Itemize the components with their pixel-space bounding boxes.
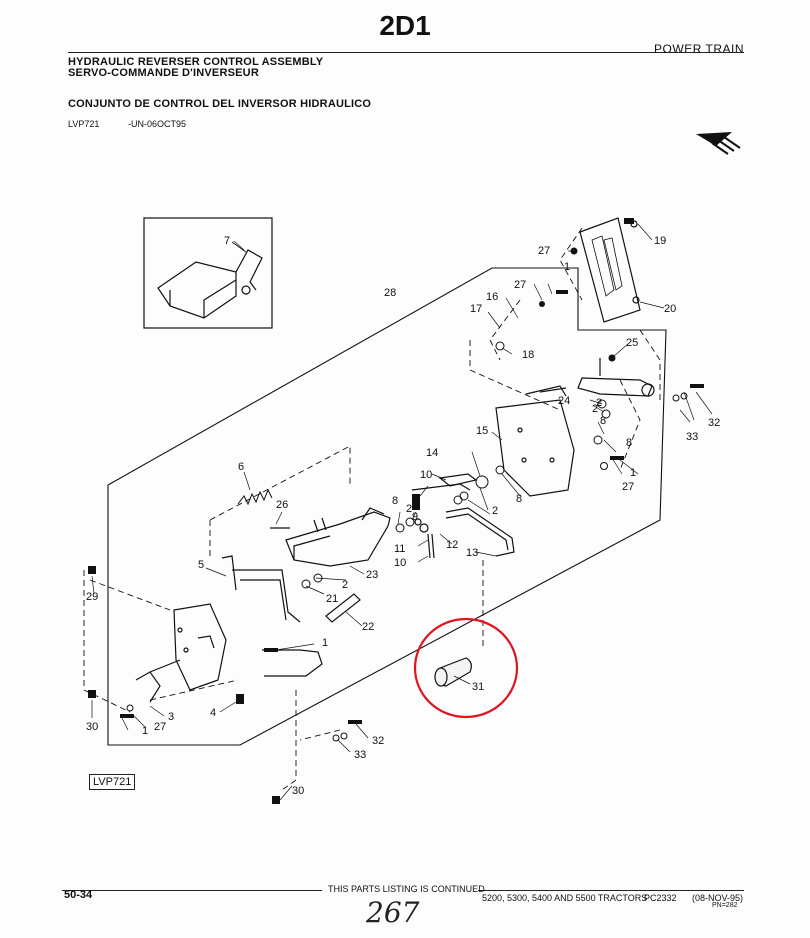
callout-label: 10 xyxy=(394,557,406,569)
callout-labels: 1 1 1 1 2 2 2 2 2 3 4 5 6 7 8 8 8 8 9 10… xyxy=(86,235,720,797)
callout-label: 25 xyxy=(626,337,638,349)
callout-label: 8 xyxy=(600,415,606,427)
callout-label: 24 xyxy=(558,395,570,407)
callout-label: 22 xyxy=(362,621,374,633)
callout-label: 1 xyxy=(630,467,636,479)
callout-label: 15 xyxy=(476,425,488,437)
shift-gate-plate xyxy=(579,217,641,323)
pn-code: PN=282 xyxy=(712,902,738,909)
shift-knob xyxy=(434,657,472,687)
continued-note: THIS PARTS LISTING IS CONTINUED xyxy=(328,884,485,894)
hardware-bits xyxy=(88,218,704,804)
callout-label: 33 xyxy=(686,431,698,443)
footer-rule xyxy=(62,890,322,891)
callout-label: 19 xyxy=(654,235,666,247)
callout-label: 4 xyxy=(210,707,216,719)
title-french: SERVO-COMMANDE D'INVERSEUR xyxy=(68,67,259,79)
callout-label: 30 xyxy=(292,785,304,797)
callout-label: 1 xyxy=(564,261,570,273)
illustration-code: LVP721 xyxy=(68,119,100,129)
callout-label: 2 xyxy=(592,403,598,415)
upper-bracket xyxy=(577,358,655,397)
footer-rule xyxy=(478,890,744,891)
direction-arrow-icon xyxy=(696,132,741,155)
un-code: -UN-06OCT95 xyxy=(128,119,187,129)
callout-label: 7 xyxy=(224,235,230,247)
title-english: HYDRAULIC REVERSER CONTROL ASSEMBLY xyxy=(68,56,324,68)
assembly-outline xyxy=(107,267,667,746)
header-rule xyxy=(68,52,744,53)
spring xyxy=(237,488,273,506)
inset-box xyxy=(143,217,273,329)
callout-label: 10 xyxy=(420,469,432,481)
callout-label: 1 xyxy=(142,725,148,737)
callout-label: 32 xyxy=(708,417,720,429)
callout-label: 17 xyxy=(470,303,482,315)
callout-label: 2 xyxy=(406,503,412,515)
callout-label: 32 xyxy=(372,735,384,747)
callout-label: 27 xyxy=(154,721,166,733)
highlight-circle xyxy=(413,617,519,719)
dashed-guides xyxy=(83,227,661,791)
callout-label: 16 xyxy=(486,291,498,303)
callout-label: 2 xyxy=(492,505,498,517)
callout-label: 23 xyxy=(366,569,378,581)
handwritten-page-note: 267 xyxy=(366,896,420,929)
callout-label: 27 xyxy=(538,245,550,257)
callout-label: 9 xyxy=(412,511,418,523)
page-number: 50-34 xyxy=(64,889,93,901)
tractor-models: 5200, 5300, 5400 AND 5500 TRACTORS xyxy=(482,893,648,903)
callout-label: 12 xyxy=(446,539,458,551)
callout-label: 13 xyxy=(466,547,478,559)
callout-label: 27 xyxy=(622,481,634,493)
callout-label: 2 xyxy=(342,579,348,591)
callout-label: 6 xyxy=(238,461,244,473)
callout-label: 31 xyxy=(472,681,484,693)
callout-label: 8 xyxy=(516,493,522,505)
illustration-box-label: LVP721 xyxy=(89,774,136,790)
left-lever-assembly xyxy=(135,555,323,703)
callout-label: 18 xyxy=(522,349,534,361)
callout-label: 26 xyxy=(276,499,288,511)
leader-lines xyxy=(91,223,713,801)
date-code: (08-NOV-95) xyxy=(692,893,744,903)
callout-label: 1 xyxy=(322,637,328,649)
title-spanish: CONJUNTO DE CONTROL DEL INVERSOR HIDRAUL… xyxy=(68,98,372,110)
callout-label: 5 xyxy=(198,559,204,571)
callout-label: 2 xyxy=(596,397,602,409)
callout-label: 11 xyxy=(394,543,405,555)
callout-label: 3 xyxy=(168,711,174,723)
callout-label: 8 xyxy=(626,437,632,449)
pc-number: PC2332 xyxy=(644,893,677,903)
callout-label: 28 xyxy=(384,287,396,299)
callout-label: 20 xyxy=(664,303,676,315)
callout-label: 21 xyxy=(326,593,338,605)
callout-label: 14 xyxy=(426,447,438,459)
page-title: 2D1 xyxy=(379,10,431,41)
callout-label: 8 xyxy=(392,495,398,507)
callout-label: 27 xyxy=(514,279,526,291)
callout-label: 30 xyxy=(86,721,98,733)
callout-label: 29 xyxy=(86,591,98,603)
callout-label: 33 xyxy=(354,749,366,761)
shaft xyxy=(325,593,361,623)
lower-mounting-bracket xyxy=(270,507,391,567)
